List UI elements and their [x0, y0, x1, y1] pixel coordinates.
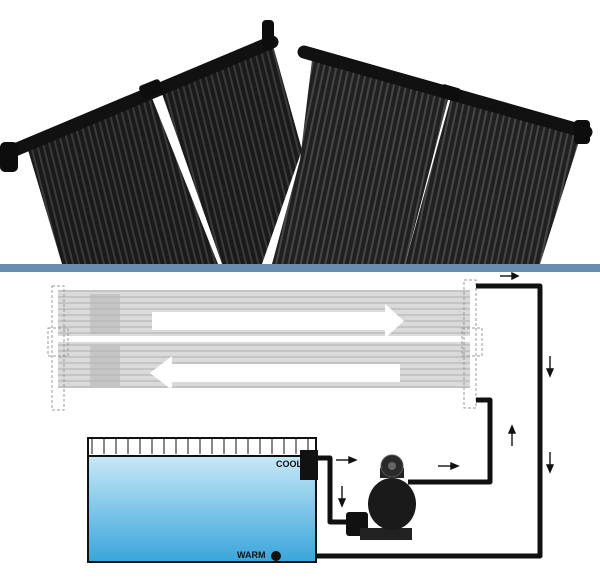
cool-outlet-box [300, 450, 318, 480]
cool-label: COOL [276, 459, 302, 469]
solar-panels-photo [0, 20, 593, 264]
section-divider [0, 264, 600, 272]
solar-panel-schematic [47, 279, 483, 411]
pipe-arrows [336, 272, 555, 508]
warm-inlet [271, 551, 281, 561]
left-solar-panel [0, 20, 302, 264]
flow-left-arrow [150, 356, 400, 390]
panel-flow-arrows [150, 304, 404, 390]
right-solar-panel [272, 45, 593, 264]
pipe-circuit [276, 283, 543, 559]
warm-label: WARM [237, 550, 266, 560]
swimming-pool [87, 437, 318, 563]
flow-right-arrow [152, 304, 404, 338]
installation-diagram [47, 272, 555, 563]
pool-pump-icon [346, 454, 416, 540]
